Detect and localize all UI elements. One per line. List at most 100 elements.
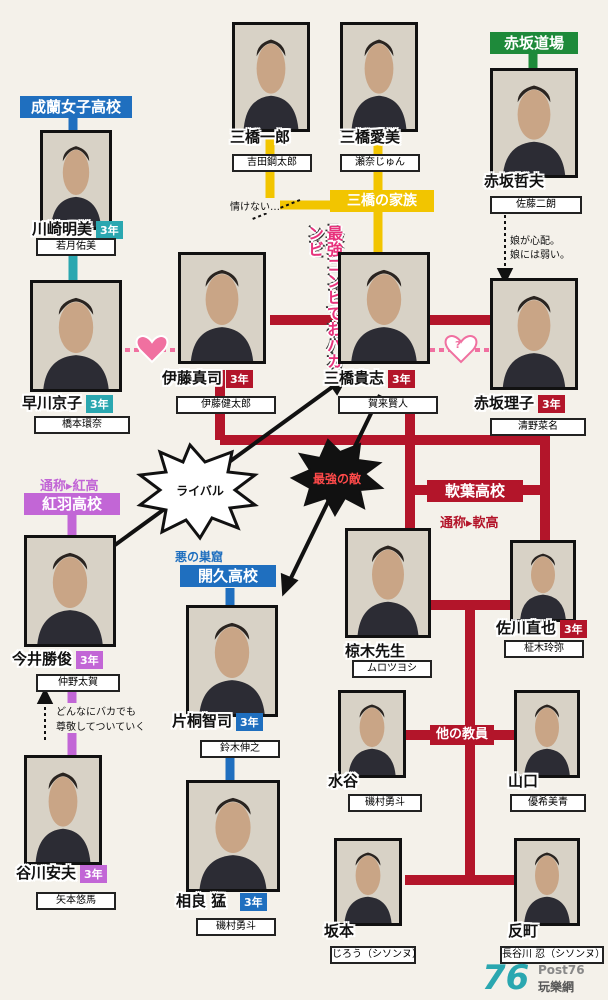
person-silhouette-icon — [235, 25, 307, 129]
heart-icon — [135, 335, 169, 364]
person-silhouette-icon — [341, 693, 403, 775]
other-teachers-label: 他の教員 — [430, 725, 494, 745]
portrait-tanigawa — [24, 755, 102, 865]
portrait-tetsuo — [490, 68, 578, 178]
watermark-text: Post76 — [538, 963, 585, 977]
akasaka-note-1: 娘が心配。 — [510, 235, 560, 248]
person-silhouette-icon — [27, 538, 113, 644]
grade-badge: 3年 — [538, 395, 565, 413]
actor-name: 橋本環奈 — [34, 416, 130, 434]
character-name: 三橋一郎 — [230, 128, 291, 146]
heart-question: ? — [455, 340, 461, 351]
actor-name: 磯村勇斗 — [348, 794, 422, 812]
person-silhouette-icon — [493, 71, 575, 175]
portrait-takashi — [338, 252, 430, 364]
actor-name: 柾木玲弥 — [504, 640, 584, 658]
tanigawa-note-1: どんなにバカでも — [56, 703, 136, 718]
grade-badge: 3年 — [236, 713, 263, 731]
person-silhouette-icon — [33, 283, 119, 389]
character-name: 反町 — [508, 922, 539, 940]
person-silhouette-icon — [181, 255, 263, 361]
character-name: 山口 — [508, 772, 539, 790]
character-name: 坂本 — [324, 922, 355, 940]
watermark-sub: 玩樂網 — [538, 980, 575, 994]
person-silhouette-icon — [513, 543, 573, 619]
arrowhead — [496, 268, 514, 285]
character-name: 水谷 — [328, 772, 359, 790]
grade-badge: 3年 — [388, 370, 415, 388]
portrait-sagara — [186, 780, 280, 892]
portrait-mizutani — [338, 690, 406, 778]
person-silhouette-icon — [517, 841, 577, 923]
character-name: 片桐智司 — [172, 712, 233, 730]
kaikyu-nickname: 悪の巣窟 — [175, 550, 224, 564]
nanyo-nickname: 通称▸軟高 — [440, 516, 499, 531]
portrait-mukuki — [345, 528, 431, 638]
character-name: 谷川安夫 — [16, 864, 77, 882]
grade-badge: 3年 — [226, 370, 253, 388]
actor-name: 長谷川 忍（シソンヌ） — [500, 946, 605, 964]
actor-name: 清野菜名 — [490, 418, 586, 436]
grade-badge: 3年 — [560, 620, 587, 638]
portrait-aimi — [340, 22, 418, 132]
school-akasaka-dojo: 赤坂道場 — [490, 32, 578, 54]
actor-name: 矢本悠馬 — [36, 892, 116, 910]
portrait-yamaguchi — [514, 690, 580, 778]
person-silhouette-icon — [337, 841, 399, 923]
family-label: 三橋の家族 — [330, 190, 434, 212]
school-kaikyu: 開久高校 — [180, 565, 276, 587]
heart-outline-icon — [444, 335, 478, 364]
actor-name: ムロツヨシ — [352, 660, 432, 678]
person-silhouette-icon — [348, 531, 428, 635]
actor-name: 優希美青 — [510, 794, 586, 812]
portrait-sagawa — [510, 540, 576, 622]
actor-name: 賀来賢人 — [338, 396, 438, 414]
actor-name: 仲野太賀 — [36, 674, 120, 692]
portrait-sakamoto — [334, 838, 402, 926]
actor-name: 伊藤健太郎 — [176, 396, 276, 414]
portrait-akemi — [40, 130, 112, 230]
grade-badge: 3年 — [86, 395, 113, 413]
arrowhead — [326, 374, 350, 396]
character-name: 川崎明美 — [32, 220, 93, 238]
character-name: 三橋貴志 — [324, 369, 385, 387]
actor-name: 瀬奈じゅん — [340, 154, 420, 172]
school-nanyo: 軟葉高校 — [427, 480, 523, 502]
portrait-ichiro — [232, 22, 310, 132]
person-silhouette-icon — [341, 255, 427, 361]
character-name: 伊藤真司 — [162, 369, 223, 387]
grade-badge: 3年 — [76, 651, 103, 669]
rival-label: ライバル — [176, 484, 224, 498]
tanigawa-note-2: 尊敬してついていく — [56, 718, 146, 733]
person-silhouette-icon — [43, 133, 109, 227]
character-name: 佐川直也 — [496, 619, 557, 637]
school-seiran: 成蘭女子高校 — [20, 96, 132, 118]
portrait-kataoka — [186, 605, 278, 717]
actor-name: 若月佑美 — [36, 238, 116, 256]
pathetic-note: 情けない… — [230, 198, 280, 213]
person-silhouette-icon — [493, 281, 575, 387]
akasaka-note-2: 娘には弱い。 — [510, 249, 570, 262]
character-name: 早川京子 — [22, 394, 83, 412]
portrait-shinji — [178, 252, 266, 364]
person-silhouette-icon — [343, 25, 415, 129]
enemy-burst-icon — [289, 438, 385, 518]
koubou-nickname: 通称▸紅高 — [40, 479, 99, 494]
person-silhouette-icon — [189, 608, 275, 714]
portrait-imai — [24, 535, 116, 647]
person-silhouette-icon — [517, 693, 577, 775]
watermark-logo: 76 — [482, 958, 530, 998]
actor-name: 佐藤二朗 — [490, 196, 582, 214]
arrowhead — [36, 687, 54, 704]
actor-name: 磯村勇斗 — [196, 918, 276, 936]
grade-badge: 3年 — [80, 865, 107, 883]
character-name: 今井勝俊 — [12, 650, 73, 668]
actor-name: じろう（シソンヌ） — [330, 946, 422, 964]
person-silhouette-icon — [27, 758, 99, 862]
character-name: 三橋愛美 — [340, 128, 401, 146]
character-name: 赤坂哲夫 — [484, 172, 545, 190]
portrait-kyoko — [30, 280, 122, 392]
rival-burst-icon — [136, 442, 259, 541]
strongest-enemy-label: 最強の敵 — [312, 472, 361, 486]
